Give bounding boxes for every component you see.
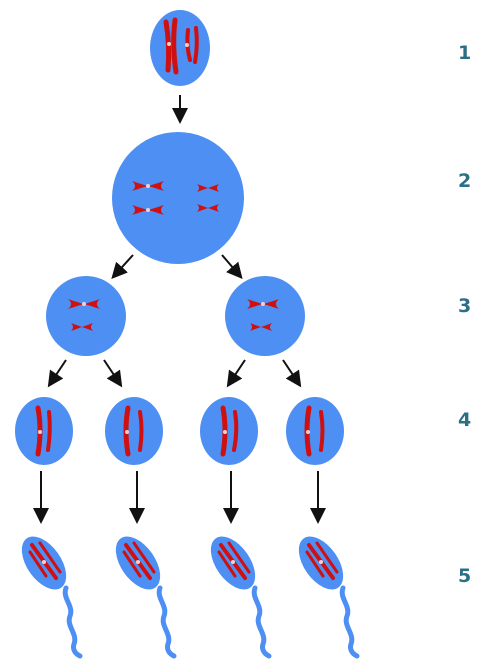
primary-spermatocyte <box>112 132 244 264</box>
chromosomes <box>163 17 199 75</box>
arrow <box>282 359 302 388</box>
step-label-1: 1 <box>458 42 472 64</box>
arrow <box>103 359 123 388</box>
step-label-5: 5 <box>458 565 472 587</box>
sperm-3 <box>210 536 272 659</box>
primary-cell <box>150 10 210 86</box>
sperm-2 <box>115 536 177 659</box>
secondary-spermatocyte-right <box>225 276 305 356</box>
spermatid-2 <box>105 397 163 465</box>
sperm-1 <box>21 536 83 659</box>
step-label-3: 3 <box>458 295 472 317</box>
spermatid-4 <box>286 397 344 465</box>
spermatid-3 <box>200 397 258 465</box>
step-label-2: 2 <box>458 170 472 192</box>
arrow <box>221 254 243 280</box>
arrow <box>47 359 67 388</box>
secondary-spermatocyte-left <box>46 276 126 356</box>
sperm-4 <box>298 536 360 659</box>
step-label-4: 4 <box>458 409 472 431</box>
arrow <box>226 359 246 388</box>
arrow <box>111 254 134 279</box>
spermatid-1 <box>15 397 73 465</box>
